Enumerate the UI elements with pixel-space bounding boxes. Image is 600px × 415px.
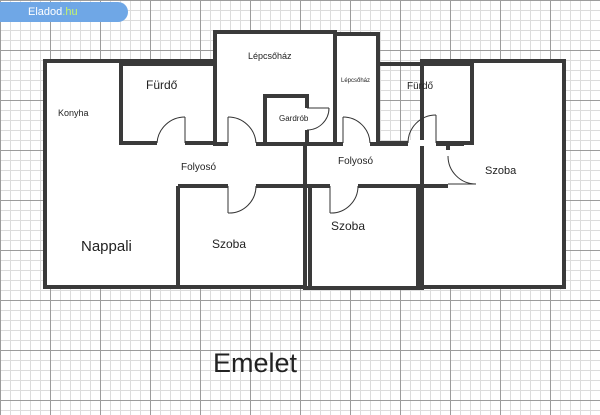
badge-tld: .hu [62,6,78,18]
label-gardrob: Gardrób [279,114,309,123]
door-room-center [329,185,359,214]
eladod-badge: Eladod.hu [0,2,128,22]
label-lepcsohaz-main: Lépcsőház [248,51,292,61]
door-wardrobe [306,107,330,131]
label-folyoso-right: Folyosó [338,156,374,167]
door-room-middle [227,185,257,214]
door-stairwell [227,116,257,144]
wall-right-block [420,59,566,289]
badge-brand: Eladod [28,6,63,18]
label-nappali: Nappali [81,238,132,255]
label-szoba-center: Szoba [331,219,366,233]
label-furdo-right: Fürdő [407,81,434,92]
label-konyha: Konyha [58,108,89,118]
wall-stairwell-small [333,32,380,146]
label-folyoso-left: Folyosó [181,162,217,173]
label-szoba-middle: Szoba [212,237,247,251]
door-room-right [447,155,477,185]
label-furdo-left: Fürdő [146,78,178,92]
door-stairwell-small [342,116,371,144]
door-bathroom-left [156,116,186,144]
floor-label: Emelet [213,348,298,378]
label-szoba-right: Szoba [485,165,517,177]
door-bathroom-right [407,114,437,144]
label-lepcsohaz-small: Lépcsőház [341,78,371,84]
